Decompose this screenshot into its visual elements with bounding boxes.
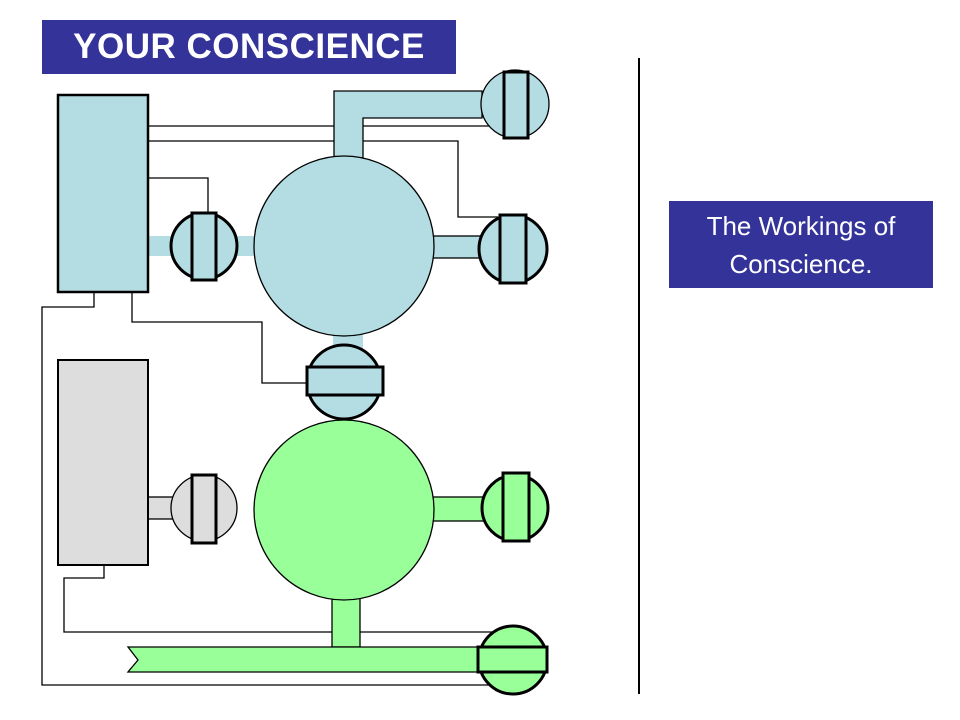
wire-outer-loop (41, 292, 498, 686)
blue-pipe-left (148, 236, 174, 256)
valves (169, 69, 550, 696)
blue-pipe-mid (236, 236, 256, 256)
wire-top-right (148, 140, 498, 218)
title-text: YOUR CONSCIENCE (73, 27, 425, 66)
blue-pipe-elbow (333, 90, 483, 159)
blue-pipe-right (431, 235, 483, 259)
valve-between-chambers (305, 343, 385, 421)
tanks (56, 93, 435, 601)
wire-left-valve (148, 177, 209, 215)
valve-blue-right (477, 213, 549, 285)
blue-tank (56, 93, 150, 294)
vertical-divider (638, 58, 640, 694)
caption-line-1: The Workings of (706, 210, 896, 241)
gray-pipe-left (147, 496, 175, 520)
title-banner: YOUR CONSCIENCE (42, 20, 456, 74)
valve-blue-left (169, 211, 239, 282)
valve-top-right (480, 69, 550, 140)
valve-green-bottom (476, 624, 549, 696)
green-pipe-right (431, 496, 485, 522)
valve-gray-left (170, 473, 238, 545)
gray-tank (57, 359, 149, 566)
green-pipe-down (331, 594, 361, 648)
caption-line-2: Conscience. (729, 248, 873, 279)
wire-gray-loop (63, 565, 498, 633)
caption-box: The Workings of Conscience. (669, 201, 933, 288)
blue-main-chamber (253, 155, 435, 337)
valve-green-right (480, 471, 550, 543)
green-main-chamber (253, 419, 435, 601)
wire-lower-middle (131, 292, 308, 384)
green-pipe-bottom (126, 646, 487, 673)
connector-lines (41, 125, 498, 686)
